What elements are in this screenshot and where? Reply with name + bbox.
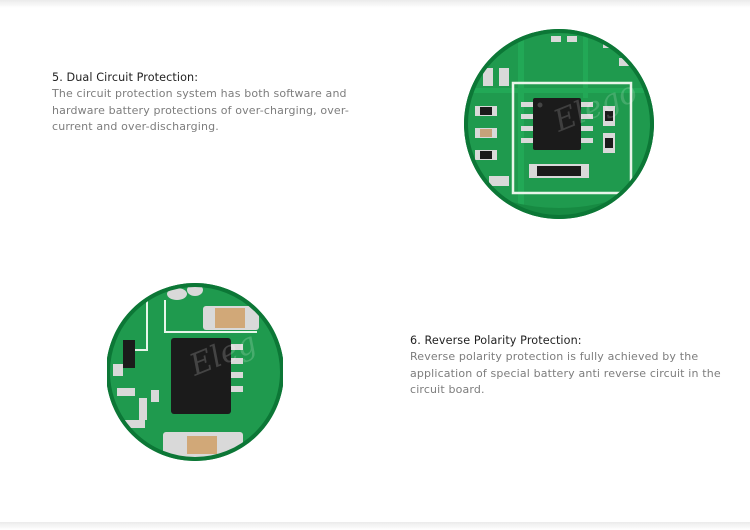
- bottom-shadow: [0, 522, 750, 530]
- feature-reverse-polarity: 6. Reverse Polarity Protection: Reverse …: [410, 333, 730, 399]
- feature-description-line: current and over-discharging.: [52, 120, 219, 133]
- feature-description-line: The circuit protection system has both s…: [52, 87, 347, 100]
- pcb-protection-chip-icon: Elego: [464, 29, 654, 219]
- feature-description-line: hardware battery protections of over-cha…: [52, 103, 349, 117]
- feature-description-line: Reverse polarity protection is fully ach…: [410, 350, 699, 363]
- feature-title: 5. Dual Circuit Protection:: [52, 71, 199, 84]
- feature-title: 6. Reverse Polarity Protection:: [410, 334, 582, 347]
- feature-dual-circuit: 5. Dual Circuit Protection: The circuit …: [52, 70, 372, 136]
- top-shadow: [0, 0, 750, 8]
- feature-description-line: application of special battery anti reve…: [410, 366, 721, 380]
- feature-description-line: circuit board.: [410, 383, 485, 396]
- pcb-reverse-polarity-chip-icon: Eleg: [107, 283, 283, 461]
